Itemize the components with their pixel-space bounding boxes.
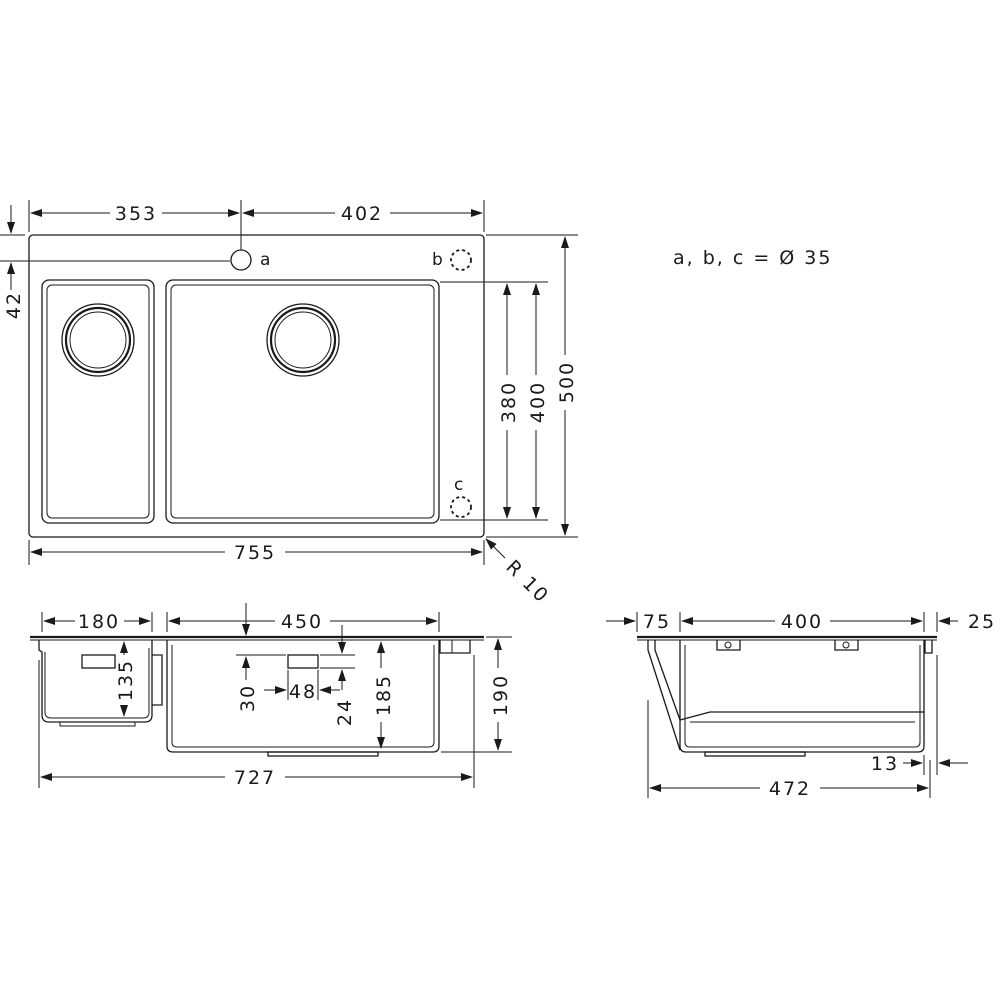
dim-overflow-width: 48 xyxy=(289,681,317,703)
tap-hole-b xyxy=(450,249,472,271)
drain-large xyxy=(266,303,340,377)
sink-outline xyxy=(28,234,485,538)
dim-overflow-offset: 30 xyxy=(237,684,259,712)
tap-hole-c xyxy=(450,496,472,518)
dim-front-overall-width: 727 xyxy=(234,767,276,789)
dim-overall-width: 755 xyxy=(234,542,276,564)
dim-front-offset: 75 xyxy=(643,611,671,633)
tap-hole-legend: a, b, c = Ø 35 xyxy=(673,247,832,269)
dim-overall-depth: 500 xyxy=(556,361,578,403)
small-bowl-inner xyxy=(46,284,150,519)
dim-overall-height: 190 xyxy=(490,674,512,716)
label-c: c xyxy=(454,475,463,495)
dim-small-bowl-width: 180 xyxy=(78,611,120,633)
large-bowl-inner xyxy=(170,284,435,519)
label-a: a xyxy=(260,250,270,270)
dim-small-bowl-height: 135 xyxy=(115,659,137,701)
tap-hole-a xyxy=(230,249,252,271)
dim-inner-depth: 400 xyxy=(527,381,549,423)
side-section: 75 400 25 13 472 xyxy=(606,611,996,800)
dim-side-overall-depth: 472 xyxy=(769,778,811,800)
dim-side-bowl-depth: 400 xyxy=(781,611,823,633)
dim-rim-offset: 13 xyxy=(871,753,899,775)
dim-bowl-depth: 380 xyxy=(498,381,520,423)
top-view: a b c 353 402 42 755 R 10 xyxy=(0,200,578,608)
dim-rear-offset: 25 xyxy=(968,611,996,633)
front-section: 180 450 135 30 48 24 185 xyxy=(30,603,512,789)
dim-tap-offset: 42 xyxy=(3,291,25,319)
dim-large-bowl-height: 185 xyxy=(373,674,395,716)
small-bowl xyxy=(41,279,155,524)
dim-large-bowl-width: 450 xyxy=(281,611,323,633)
dim-width-right: 402 xyxy=(341,203,383,225)
label-b: b xyxy=(432,250,443,270)
drain-small xyxy=(61,303,135,377)
large-bowl xyxy=(165,279,440,524)
dim-corner-radius: R 10 xyxy=(501,556,553,608)
dim-width-left: 353 xyxy=(115,203,157,225)
dim-overflow-height: 24 xyxy=(334,698,356,726)
